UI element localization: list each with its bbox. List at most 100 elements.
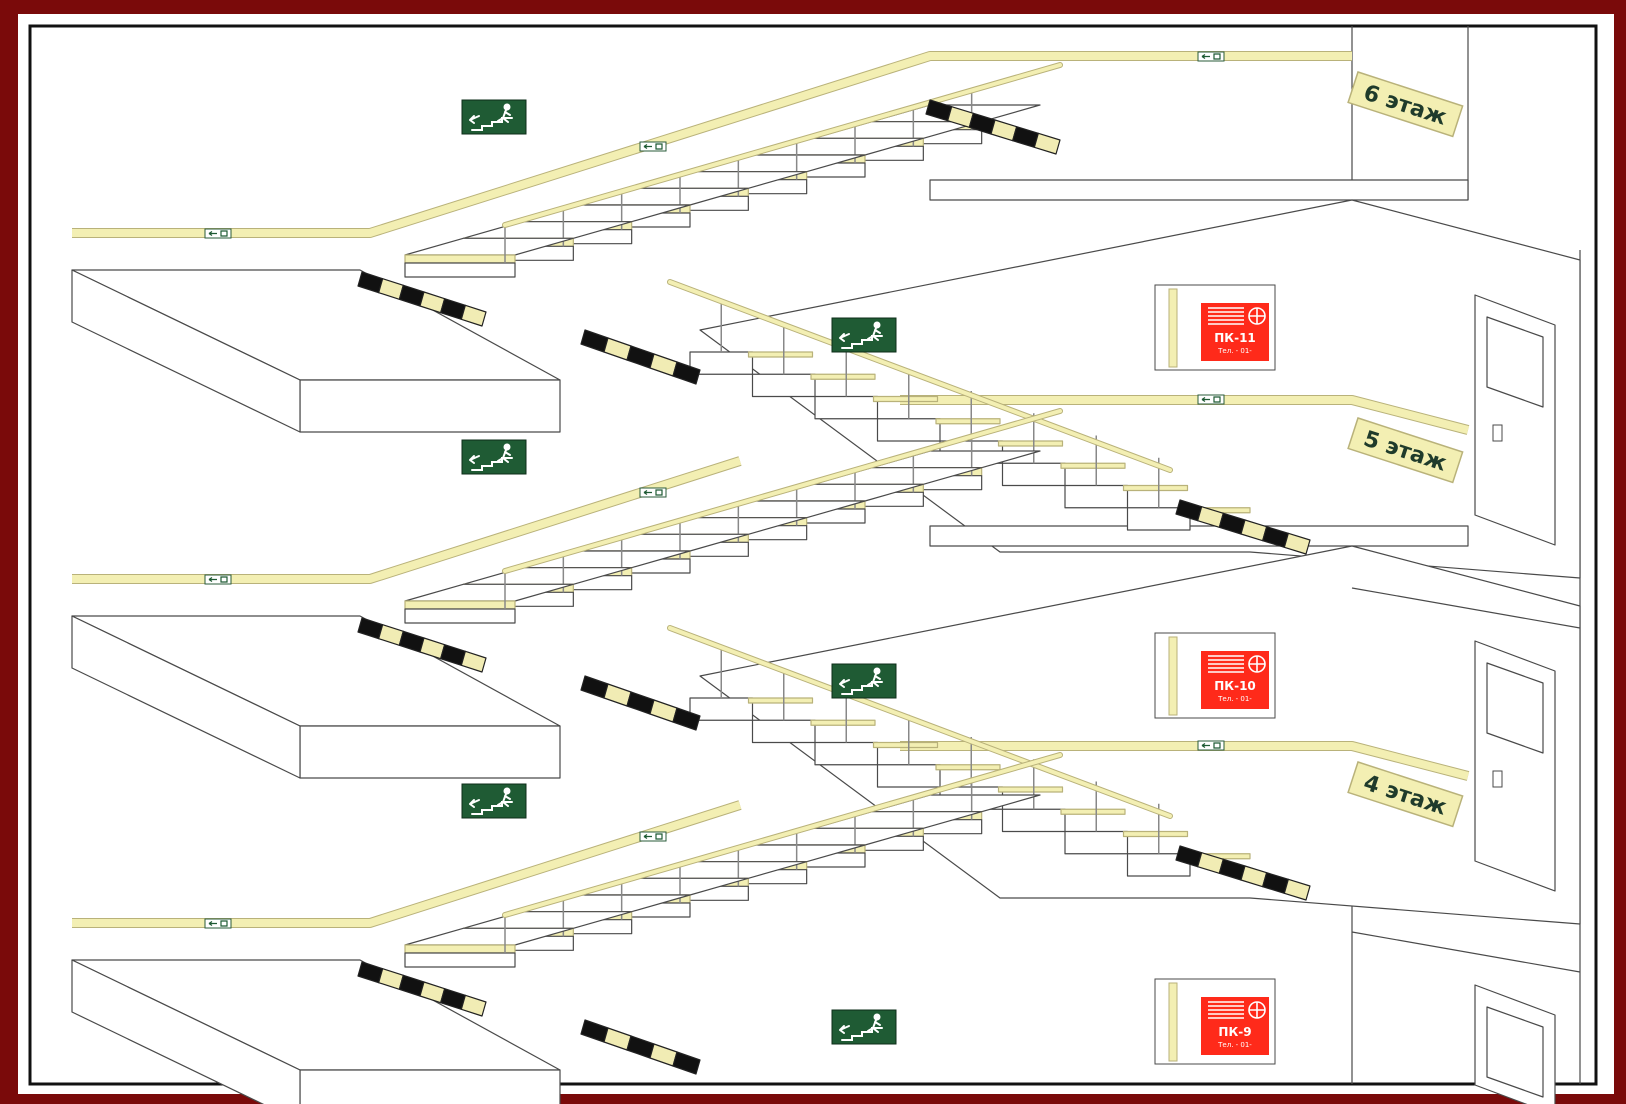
tape-arrow-icon: [1201, 53, 1221, 60]
tape-exit-marker: [639, 487, 667, 498]
exit-arrow-icon: [839, 679, 850, 688]
exit-sign-plate: [831, 1009, 897, 1045]
handrail: [503, 63, 1062, 227]
fire-hose-reel-icon: [1208, 655, 1266, 673]
hazard-stripe: [626, 345, 655, 369]
luminescent-tape: [72, 801, 742, 927]
photoluminescent-tapes: [72, 51, 1470, 929]
handrail: [503, 409, 1062, 573]
door-window: [1486, 662, 1544, 754]
stair-step: [814, 395, 879, 420]
running-man-exit-icon: [839, 667, 883, 695]
running-man-exit-icon: [469, 103, 513, 131]
hazard-stripe: [580, 329, 609, 353]
tape-arrow-icon: [643, 143, 663, 150]
stair-step: [1126, 507, 1191, 531]
exit-sign: [461, 783, 527, 819]
landing-front: [299, 725, 561, 779]
hazard-stripe: [603, 1027, 632, 1051]
hazard-stripe-band: [580, 1019, 701, 1075]
running-man-exit-icon: [839, 1013, 883, 1041]
luminescent-tape: [72, 457, 742, 583]
hydrant-label: ПК-9: [1218, 1025, 1251, 1039]
person-head-icon: [873, 1013, 881, 1021]
tape-marker-plate: [639, 831, 667, 842]
stair-nosing-tape: [997, 440, 1064, 447]
exit-sign: [831, 1009, 897, 1045]
tape-arrow-icon: [208, 920, 228, 927]
stair-nosing-tape: [1122, 484, 1189, 492]
stair-step: [876, 764, 941, 788]
person-head-icon: [503, 443, 511, 451]
hazard-stripe-band: [357, 271, 487, 327]
stair-nosing-tape: [935, 764, 1001, 771]
stair-nosing-tape: [872, 741, 939, 749]
exit-sign: [831, 317, 897, 353]
tape-exit-marker: [639, 141, 667, 152]
hydrant-label: ПК-11: [1214, 331, 1256, 345]
exit-sign: [831, 663, 897, 699]
stair-nosing-tape: [1060, 462, 1126, 469]
hydrant-cabinet-pk9: ПК-9 Тел. - 01-: [1154, 978, 1276, 1065]
stair-step: [1001, 462, 1066, 487]
person-body-icon: [497, 109, 511, 123]
hazard-stripe: [580, 1019, 609, 1043]
stair-step: [1126, 853, 1191, 877]
luminescent-tape: [900, 396, 1470, 434]
hazard-stripe: [649, 353, 678, 377]
rising-stair-flight: [404, 752, 1063, 968]
hazard-stripe-band: [357, 617, 487, 673]
tape-marker-plate: [204, 574, 232, 585]
hydrant-cabinet-pk11: ПК-11 Тел. - 01-: [1154, 284, 1276, 371]
hazard-stripe-band: [580, 675, 701, 731]
tape-arrow-icon: [1201, 396, 1221, 403]
tape-arrow-icon: [208, 230, 228, 237]
door-handle: [1492, 770, 1503, 788]
stair-nosing-tape: [935, 418, 1001, 425]
tape-exit-marker: [639, 831, 667, 842]
hazard-stripe: [649, 1043, 678, 1067]
hazard-stripe: [603, 683, 632, 707]
person-head-icon: [873, 321, 881, 329]
hazard-stripe-band: [580, 329, 701, 385]
hazard-stripe: [1012, 126, 1039, 148]
storey-line: [1351, 587, 1581, 629]
stair-nosing-tape: [1122, 830, 1189, 838]
hydrant-tel: Тел. - 01-: [1217, 347, 1252, 355]
person-body-icon: [497, 449, 511, 463]
stair-nosing-tape: [747, 697, 814, 704]
stair-nosing-tape: [404, 944, 516, 954]
landing-side: [71, 615, 301, 779]
stair-step: [1064, 830, 1129, 855]
hydrant-cabinet-pk10: ПК-10 Тел. - 01-: [1154, 632, 1276, 719]
exit-sign: [461, 99, 527, 135]
door: [1474, 640, 1556, 892]
tape-marker-plate: [1197, 51, 1225, 62]
door-window: [1486, 1006, 1544, 1098]
hazard-stripe: [1283, 532, 1311, 555]
stairwell-structure: [28, 24, 1598, 1104]
stair-flights: [357, 62, 1311, 1075]
person-body-icon: [497, 793, 511, 807]
running-man-exit-icon: [469, 787, 513, 815]
hazard-stripe: [460, 304, 487, 327]
tape-exit-marker: [204, 918, 232, 929]
stair-step: [751, 719, 816, 744]
hazard-stripe: [460, 650, 487, 673]
stair-nosing-tape: [404, 600, 516, 610]
hazard-stripe: [626, 691, 655, 715]
stair-step: [751, 373, 816, 398]
tape-exit-marker: [204, 228, 232, 239]
upper-landing-edge: [929, 179, 1469, 201]
exit-arrow-icon: [469, 455, 480, 464]
tape-exit-marker: [1197, 740, 1225, 751]
floor-sign-6: 6 этаж: [1347, 71, 1464, 138]
left-landing: [71, 269, 561, 433]
hazard-stripe: [672, 707, 701, 731]
stair-nosing-tape: [747, 351, 814, 358]
tape-arrow-icon: [643, 489, 663, 496]
tape-exit-marker: [1197, 394, 1225, 405]
stair-step: [1001, 808, 1066, 833]
hazard-stripe: [649, 699, 678, 723]
exit-arrow-icon: [469, 115, 480, 124]
